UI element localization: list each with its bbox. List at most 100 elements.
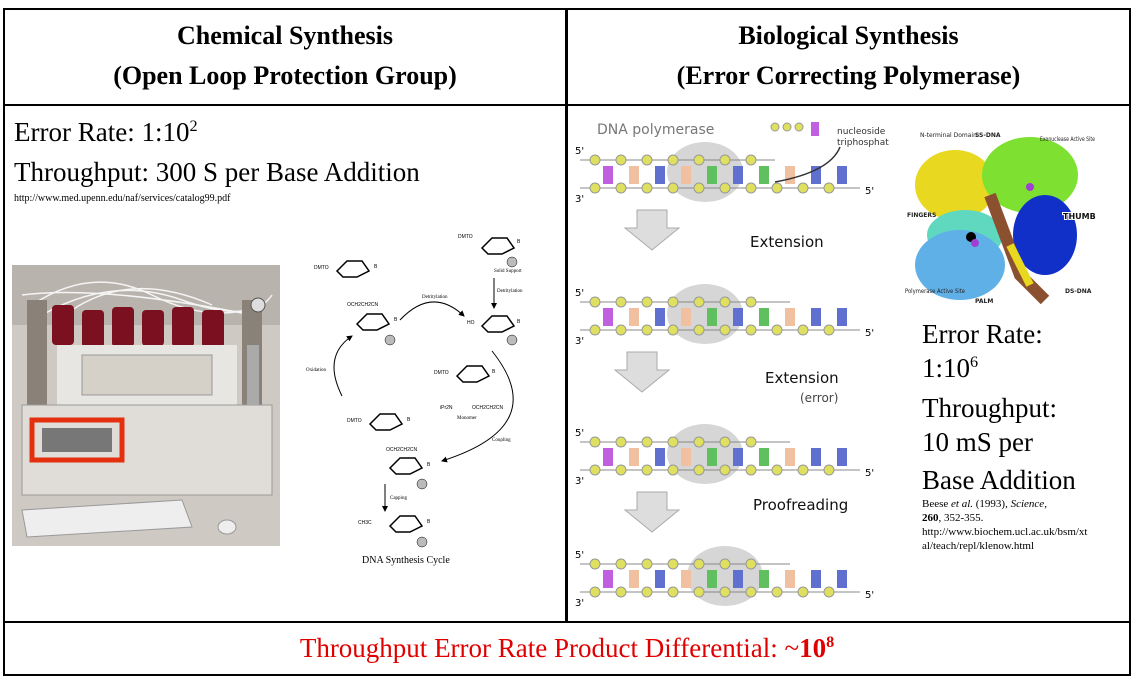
header-subtitle: (Open Loop Protection Group): [113, 61, 457, 90]
phosphate: [745, 586, 757, 598]
phosphate: [667, 154, 679, 166]
ntp-label: triphosphat: [837, 138, 889, 148]
nucleotide-base: [603, 448, 613, 466]
header-title: Chemical Synthesis: [177, 21, 393, 50]
monomer-label: Monomer: [457, 416, 477, 421]
nucleotide-base: [707, 166, 717, 184]
phosphate: [794, 122, 804, 132]
phosphate: [771, 324, 783, 336]
palm-label: PALM: [975, 298, 993, 305]
cycle-caption: DNA Synthesis Cycle: [362, 555, 450, 566]
dna-synthesizer-photo: [12, 265, 280, 546]
phosphate: [745, 154, 757, 166]
nucleotide-base: [655, 308, 665, 326]
five-prime-label: 5': [865, 590, 874, 601]
phosphate: [770, 122, 780, 132]
nucleotide-base: [603, 308, 613, 326]
citation-volume: 260: [922, 512, 939, 524]
detritylation-label: Detritylation: [422, 295, 448, 300]
nucleotide-base: [681, 570, 691, 588]
phosphate: [745, 436, 757, 448]
extension-error-step-label: Extension: [765, 369, 839, 387]
citation-authors: Beese: [922, 498, 952, 510]
chemical-synthesis-header: Chemical Synthesis (Open Loop Protection…: [5, 10, 565, 104]
phosphate-label: OCH2CH2CN: [472, 405, 504, 411]
nucleotide-base: [629, 308, 639, 326]
base-label: B: [407, 417, 411, 423]
nucleotide-base: [603, 570, 613, 588]
phosphate: [719, 586, 731, 598]
proofreading-step-label: Proofreading: [753, 496, 848, 514]
acetyl-label: CH3C: [358, 520, 372, 526]
phosphate: [823, 586, 835, 598]
nucleotide-base: [733, 448, 743, 466]
phosphate: [745, 558, 757, 570]
footer-text: Throughput Error Rate Product Differenti…: [299, 633, 800, 663]
phosphate: [589, 436, 601, 448]
citation-pages: , 352-355.: [938, 512, 984, 524]
ds-dna-label: DS-DNA: [1065, 288, 1092, 295]
biological-synthesis-header: Biological Synthesis (Error Correcting P…: [568, 10, 1129, 104]
phosphate: [615, 324, 627, 336]
base-label: B: [427, 462, 431, 468]
phosphate: [667, 324, 679, 336]
nucleotide-base: [629, 166, 639, 184]
three-prime-label: 3': [575, 194, 584, 205]
phosphate: [719, 464, 731, 476]
phosphate: [589, 324, 601, 336]
nucleotide-base: [629, 570, 639, 588]
n-terminal-label: N-terminal Domain: [920, 132, 977, 139]
header-title: Biological Synthesis: [738, 21, 959, 50]
phosphate: [615, 296, 627, 308]
base-label: B: [427, 519, 431, 525]
extension-step-label: Extension: [750, 233, 824, 251]
phosphate: [641, 464, 653, 476]
nucleotide-base: [785, 308, 795, 326]
phosphate: [641, 586, 653, 598]
phosphate: [641, 436, 653, 448]
phosphate: [641, 296, 653, 308]
citation-link[interactable]: http://www.biochem.ucl.ac.uk/bsm/xtal/te…: [922, 526, 1088, 552]
oxidation-label: Oxidation: [306, 368, 326, 373]
nucleotide-base: [759, 308, 769, 326]
phosphate: [615, 182, 627, 194]
dmto-label: DMTO: [347, 418, 362, 424]
phosphate: [693, 324, 705, 336]
down-arrow-icon: [613, 351, 671, 393]
footer-divider: [5, 621, 1129, 623]
base-label: B: [394, 317, 398, 323]
base-label: B: [517, 239, 521, 245]
phosphate: [823, 182, 835, 194]
column-divider: [565, 10, 568, 622]
phosphate: [719, 296, 731, 308]
nucleotide-base: [837, 570, 847, 588]
phosphate: [693, 296, 705, 308]
phosphate: [719, 436, 731, 448]
phosphate: [615, 436, 627, 448]
five-prime-label: 5': [575, 146, 584, 157]
chemical-source-link[interactable]: http://www.med.upenn.edu/naf/services/ca…: [14, 193, 231, 204]
nucleotide-base: [707, 448, 717, 466]
three-prime-label: 3': [575, 336, 584, 347]
citation-year: (1993),: [973, 498, 1011, 510]
citation: Beese et al. (1993), Science, 260, 352-3…: [922, 497, 1092, 553]
phosphate: [693, 464, 705, 476]
nucleotide-base: [707, 308, 717, 326]
phosphate: [719, 558, 731, 570]
thumb-label: THUMB: [1063, 212, 1096, 221]
nucleotide-base: [629, 448, 639, 466]
five-prime-label: 5': [575, 428, 584, 439]
coupling-label: Coupling: [492, 438, 511, 443]
phosphate: [589, 586, 601, 598]
phosphate: [641, 558, 653, 570]
biological-throughput-value: 10 mS per: [922, 427, 1033, 457]
nucleotide-base: [759, 570, 769, 588]
comparison-table: [3, 8, 1131, 676]
nucleotide-base: [837, 308, 847, 326]
phosphate: [615, 154, 627, 166]
phosphate: [771, 586, 783, 598]
ss-dna-label: SS-DNA: [975, 132, 1001, 139]
phosphate: [693, 586, 705, 598]
phosphate: [589, 464, 601, 476]
error-note: (error): [800, 391, 838, 405]
